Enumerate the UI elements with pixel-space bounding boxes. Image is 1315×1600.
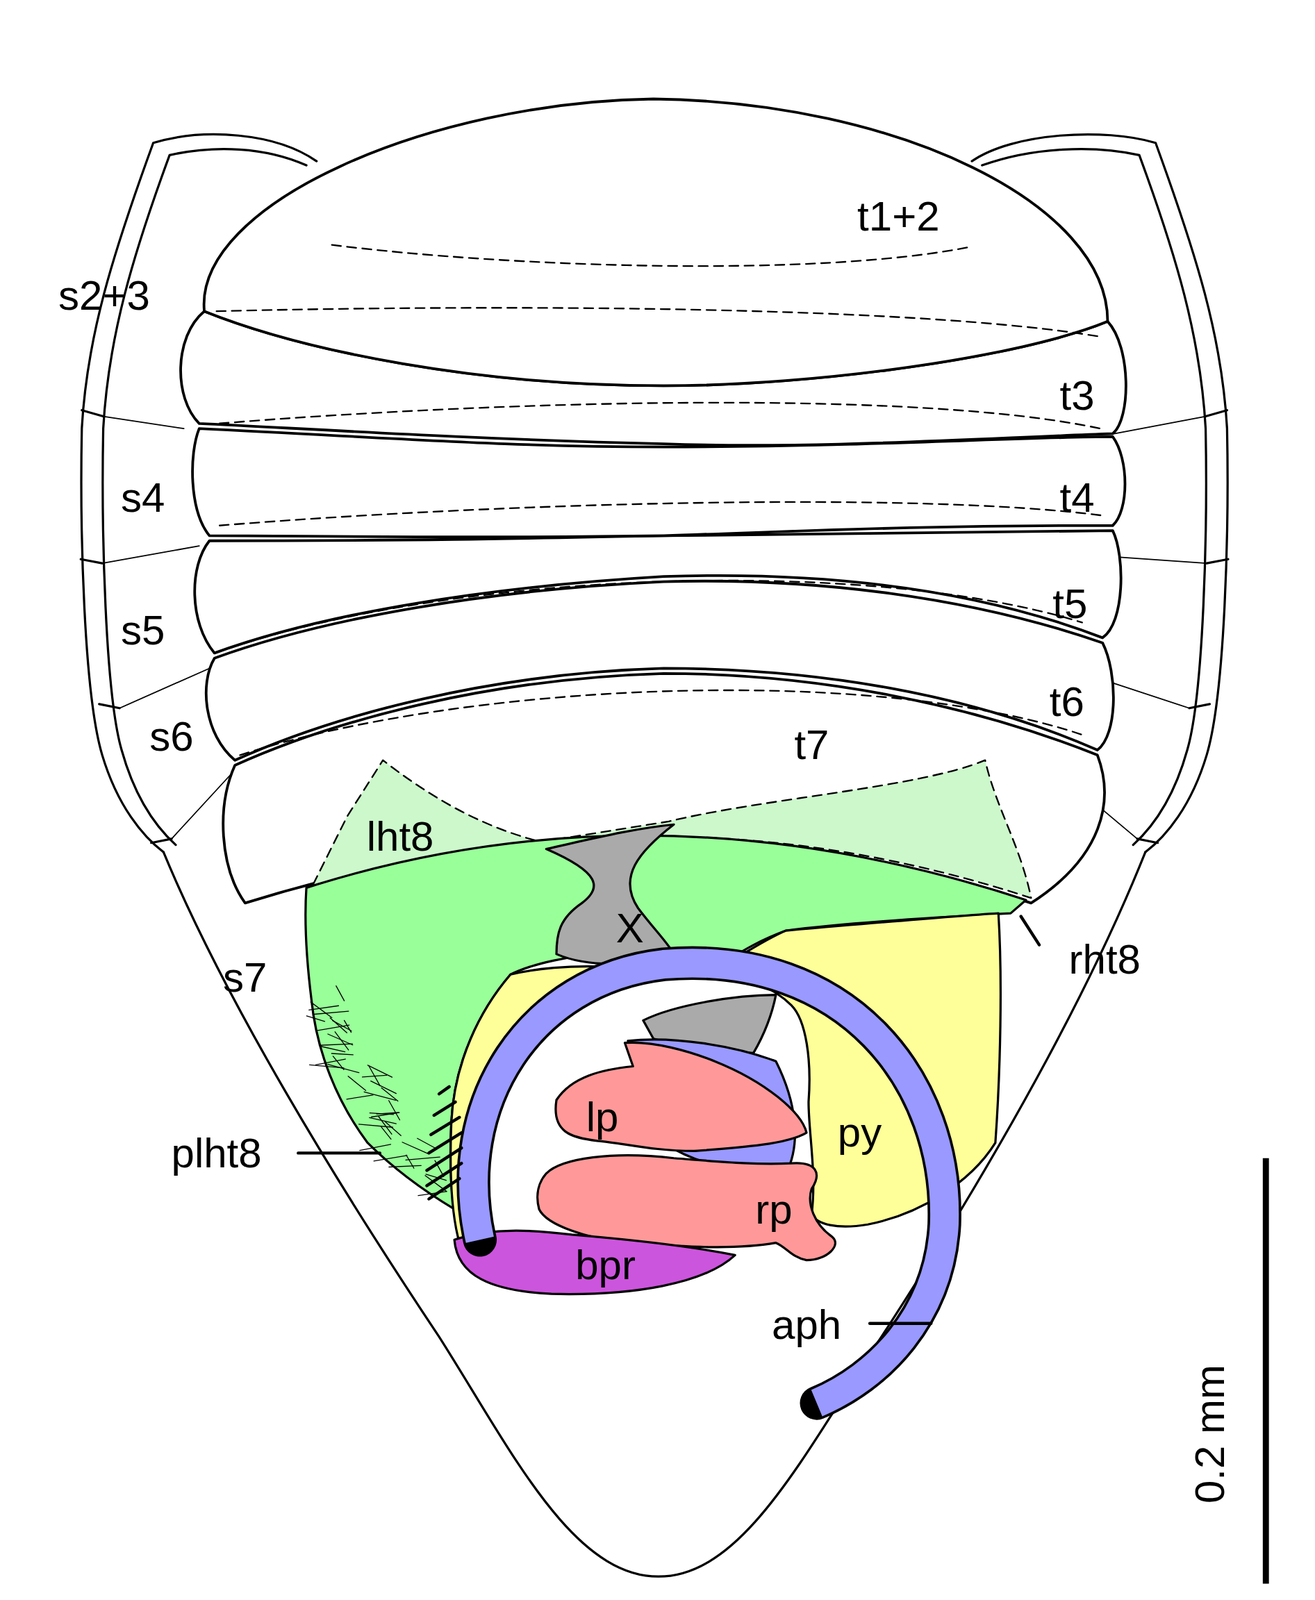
seta	[344, 1020, 352, 1033]
sternite-label: s5	[120, 609, 165, 652]
seta	[320, 1046, 346, 1053]
structure-x	[546, 824, 674, 965]
part-label: rht8	[1069, 939, 1141, 981]
leader-line	[1021, 916, 1040, 946]
seta	[370, 1081, 397, 1095]
seta	[336, 986, 345, 1002]
seta	[373, 1155, 408, 1162]
antecostal-ridges	[216, 245, 1101, 756]
seta	[405, 1157, 440, 1161]
part-label: py	[837, 1112, 882, 1154]
tergite-five	[194, 530, 1121, 653]
aedeagus	[473, 963, 945, 1404]
seta	[359, 1124, 394, 1128]
left-paramere	[555, 1042, 807, 1152]
tergite-one-two	[204, 99, 1108, 387]
part-label: lp	[586, 1096, 619, 1139]
dashed-ridge	[219, 502, 1101, 526]
seta	[381, 1127, 392, 1140]
sternite-suture	[1137, 410, 1229, 844]
tergite-label: t7	[794, 724, 829, 767]
part-label: aph	[771, 1304, 842, 1347]
leader-line	[869, 1322, 931, 1326]
tergite-label: t4	[1060, 477, 1095, 519]
scale-label: 0.2 mm	[1189, 1365, 1231, 1504]
dashed-ridge	[219, 402, 1101, 429]
part-label: rp	[755, 1189, 792, 1231]
seta	[348, 1076, 366, 1091]
tergite-label: t6	[1049, 681, 1085, 724]
seta	[389, 1165, 421, 1168]
seta	[327, 1064, 360, 1074]
scale-bar	[1262, 1158, 1270, 1585]
seta	[346, 1095, 374, 1100]
seta	[389, 1101, 401, 1121]
seta	[402, 1142, 428, 1155]
seta	[359, 1144, 392, 1152]
seta	[369, 1117, 397, 1124]
part-label: lht8	[366, 816, 435, 858]
seta	[334, 1032, 349, 1051]
part-label: bpr	[575, 1244, 636, 1287]
dashed-ridge	[216, 307, 1101, 337]
seta	[362, 1075, 387, 1077]
comb-setae	[426, 1087, 462, 1200]
aedeagus-outline	[473, 963, 945, 1404]
seta	[367, 1065, 392, 1078]
sternite-label: s7	[222, 957, 267, 999]
seta	[381, 1087, 399, 1102]
seta	[369, 1113, 394, 1115]
seta	[306, 1016, 325, 1022]
sternite-label: s6	[149, 716, 194, 758]
seta	[384, 1121, 401, 1136]
seta	[310, 1002, 333, 1019]
tergite-label: t1+2	[857, 195, 940, 238]
seta	[309, 1005, 339, 1011]
sternite-suture	[80, 410, 172, 844]
seta	[417, 1138, 435, 1149]
setae	[306, 986, 447, 1197]
tergite-label: t5	[1052, 583, 1088, 626]
sternite-label: s2+3	[58, 275, 151, 317]
seta	[364, 1092, 396, 1101]
seta	[313, 1011, 349, 1015]
sternite-label: s4	[120, 477, 165, 519]
dashed-ridge	[229, 580, 1083, 649]
leader-line	[298, 1151, 380, 1155]
seta	[331, 1053, 353, 1056]
seta	[316, 1025, 350, 1031]
seta	[315, 1059, 346, 1065]
dashed-ridge	[332, 245, 970, 267]
part-label: plht8	[171, 1132, 262, 1175]
part-label: X	[616, 907, 644, 950]
comb-seta	[426, 1087, 462, 1200]
tergite-label: t3	[1060, 375, 1095, 417]
dashed-ridge	[240, 690, 1083, 756]
seta	[318, 1044, 353, 1046]
seta	[329, 1018, 347, 1033]
